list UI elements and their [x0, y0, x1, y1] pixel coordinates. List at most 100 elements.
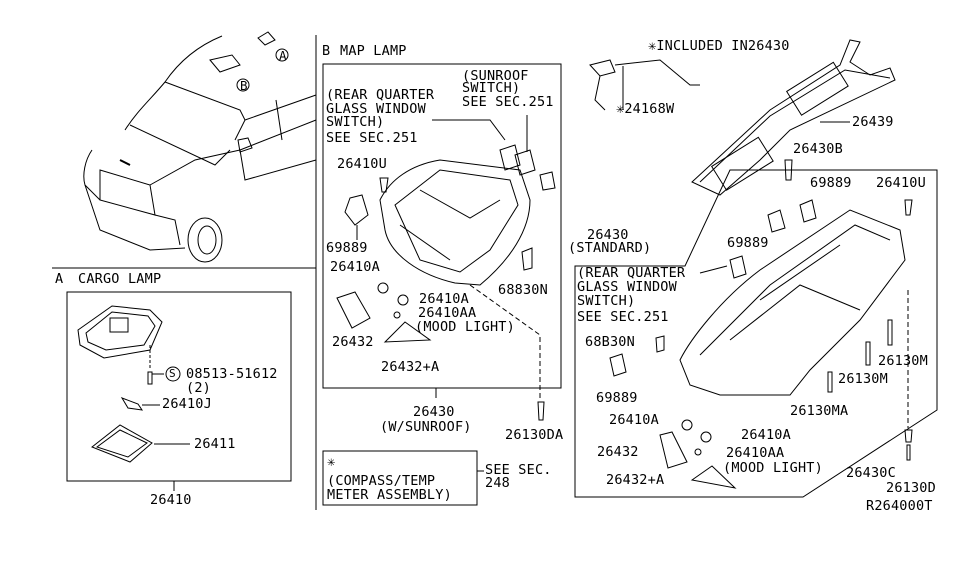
map-rear-quarter-note-line1: (REAR QUARTER [326, 87, 435, 103]
part-26410j: 26410J [162, 396, 212, 412]
part-26430-standard: 26430 [587, 227, 629, 243]
harness-icon [589, 59, 700, 111]
standard-screw-symbol [165, 366, 181, 382]
part-26430c: 26430C [846, 465, 896, 481]
screw-quantity: (2) [186, 380, 211, 396]
standard-switch-icon [799, 199, 817, 223]
console-finisher [691, 39, 896, 196]
part-26432: 26432 [332, 334, 374, 350]
standard-clip-c-icon [904, 429, 913, 443]
compass-note-line2: METER ASSEMBLY) [327, 487, 452, 503]
vehicle-illustration [83, 31, 317, 263]
part-26411: 26411 [194, 436, 236, 452]
part-26410a-right: 26410A [419, 291, 469, 307]
sunroof-variant: (W/SUNROOF) [380, 419, 472, 435]
standard-switch-bottom-icon [609, 353, 627, 377]
standard-rear-quarter-note-line2: GLASS WINDOW [577, 279, 677, 295]
standard-rear-quarter-note-line3: SWITCH) [577, 293, 636, 309]
map-rear-quarter-note-line3: SWITCH) [326, 114, 385, 130]
part-26410a-standard-left: 26410A [609, 412, 659, 428]
part-26410a-standard-right: 26410A [741, 427, 791, 443]
part-68b30n: 68B30N [585, 334, 635, 350]
part-24168w: ✳24168W [616, 101, 675, 117]
cargo-lamp-housing [77, 305, 163, 359]
part-26430b: 26430B [793, 141, 843, 157]
console-clip-icon [784, 159, 793, 181]
part-26130ma: 26130MA [790, 403, 849, 419]
cargo-lens-icon [91, 424, 153, 463]
standard-rear-quarter-note-line1: (REAR QUARTER [577, 265, 686, 281]
part-26439: 26439 [852, 114, 894, 130]
standard-box [574, 169, 938, 498]
map-lamp-housing [379, 159, 531, 286]
vehicle-callout-b: B [240, 78, 248, 93]
map-lamp-box [322, 63, 562, 389]
cargo-screw-icon [147, 371, 153, 385]
part-26130da: 26130DA [505, 427, 564, 443]
map-lamp-title: MAP LAMP [340, 43, 407, 59]
standard-connector-icon [655, 335, 665, 353]
compass-note-line1: (COMPASS/TEMP [327, 473, 436, 489]
compass-note-box [322, 450, 478, 506]
part-26130d: 26130D [886, 480, 936, 496]
standard-headliner [679, 209, 906, 396]
compass-see-sec-number: 248 [485, 475, 510, 491]
part-08513-51612: 08513-51612 [186, 366, 278, 382]
standard-screw-ma-icon [827, 371, 833, 393]
map-connector-icon [521, 247, 533, 271]
standard-switch-mid-icon [729, 255, 747, 279]
map-lens-26432a-icon [383, 321, 432, 343]
compass-see-sec: SEE SEC. [485, 462, 552, 478]
leader-rear-quarter [432, 119, 506, 141]
map-rear-quarter-note-line2: GLASS WINDOW [326, 101, 426, 117]
map-switches-icon [499, 144, 556, 191]
part-69889-bottom: 69889 [596, 390, 638, 406]
sunroof-note-line3: SEE SEC.251 [462, 94, 554, 110]
sunroof-note-line1: (SUNROOF [462, 68, 529, 84]
mood-light-note: (MOOD LIGHT) [415, 319, 515, 335]
map-screw-icon [537, 401, 545, 421]
cargo-lamp-box [66, 291, 292, 482]
cargo-lamp-title: CARGO LAMP [78, 271, 162, 287]
map-clip-icon [379, 177, 389, 193]
standard-screw-d-icon [906, 444, 911, 461]
sunroof-note-line2: SWITCH) [462, 80, 521, 96]
diagram-id: R264000T [866, 498, 933, 514]
part-69889-mid: 69889 [727, 235, 769, 251]
map-rear-quarter-note-line4: SEE SEC.251 [326, 130, 418, 146]
cargo-bulb-icon [120, 397, 144, 411]
vehicle-callout-a: A [279, 48, 287, 63]
part-68830n: 68830N [498, 282, 548, 298]
part-26130m-2: 26130M [838, 371, 888, 387]
map-lens-26432-icon [336, 291, 371, 329]
part-26410aa: 26410AA [418, 305, 477, 321]
standard-switch-top-icon [767, 209, 786, 233]
standard-rear-quarter-note-line4: SEE SEC.251 [577, 309, 669, 325]
standard-lens-26432-icon [659, 431, 688, 469]
part-26130m-1: 26130M [878, 353, 928, 369]
standard-clip-icon [904, 199, 913, 216]
mood-light-note-standard: (MOOD LIGHT) [723, 460, 823, 476]
map-switch-69889-icon [344, 194, 369, 226]
part-26410u-standard: 26410U [876, 175, 926, 191]
map-lamp-letter: B [322, 43, 331, 59]
part-69889-top: 69889 [810, 175, 852, 191]
standard-screw-m2-icon [865, 341, 871, 366]
part-26410u: 26410U [337, 156, 387, 172]
part-69889: 69889 [326, 240, 368, 256]
part-26410a-left: 26410A [330, 259, 380, 275]
standard-screw-m1-icon [887, 319, 893, 346]
part-26410: 26410 [150, 492, 192, 508]
part-26410aa-standard: 26410AA [726, 445, 785, 461]
cargo-lamp-letter: A [55, 271, 64, 287]
part-26432-standard: 26432 [597, 444, 639, 460]
part-26432-a-standard: 26432+A [606, 472, 665, 488]
standard-variant: (STANDARD) [568, 240, 652, 256]
included-note: ✳INCLUDED IN26430 [648, 38, 790, 54]
part-26432-a: 26432+A [381, 359, 440, 375]
part-26430-sunroof: 26430 [413, 404, 455, 420]
compass-asterisk: ✳ [327, 454, 336, 470]
screw-symbol: S [169, 367, 176, 380]
